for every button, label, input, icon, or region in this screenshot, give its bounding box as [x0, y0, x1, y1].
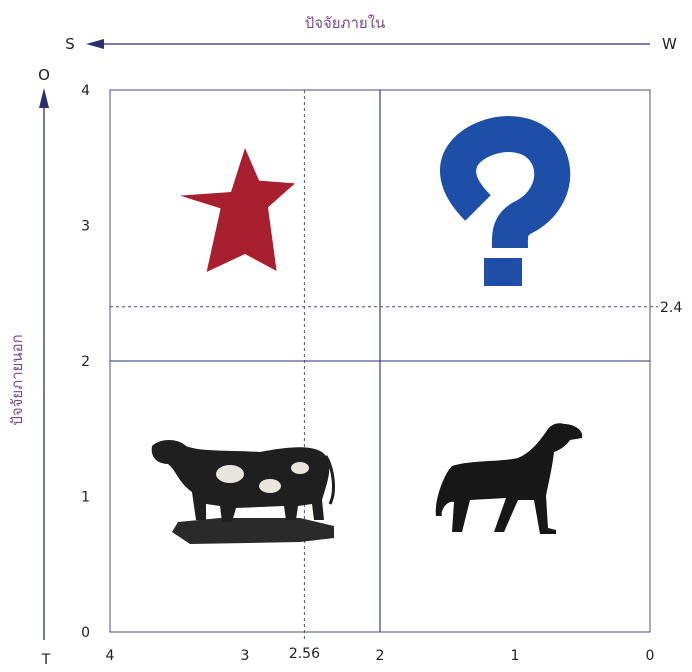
- y-tick-labels: 0 1 2 3 4: [81, 83, 90, 641]
- top-axis-arrowhead: [86, 39, 104, 49]
- top-axis-right-end: W: [662, 35, 677, 53]
- position-y-value: 2.4: [660, 300, 682, 316]
- left-axis-bottom-end: T: [41, 652, 51, 668]
- star-icon: [180, 148, 295, 272]
- x-tick-label: 4: [106, 648, 115, 664]
- left-axis-arrowhead: [39, 88, 49, 108]
- y-tick-label: 4: [81, 83, 90, 99]
- y-tick-label: 2: [81, 354, 90, 370]
- y-tick-label: 3: [81, 219, 90, 235]
- x-tick-labels: 4 3 2 1 0: [106, 648, 655, 664]
- x-tick-label: 2: [376, 648, 385, 664]
- cow-icon: [152, 440, 334, 544]
- y-tick-label: 0: [81, 625, 90, 641]
- question-mark-icon: [458, 134, 552, 286]
- top-axis-left-end: S: [65, 35, 75, 53]
- x-tick-label: 1: [511, 648, 520, 664]
- y-tick-label: 1: [81, 490, 90, 506]
- position-x-value: 2.56: [289, 646, 320, 662]
- x-tick-label: 3: [241, 648, 250, 664]
- x-tick-label: 0: [646, 648, 655, 664]
- dog-icon: [436, 423, 583, 534]
- top-axis-label: ปัจจัยภายใน: [305, 14, 386, 32]
- left-axis-top-end: O: [38, 66, 50, 84]
- left-axis-label: ปัจจัยภายนอก: [8, 334, 26, 425]
